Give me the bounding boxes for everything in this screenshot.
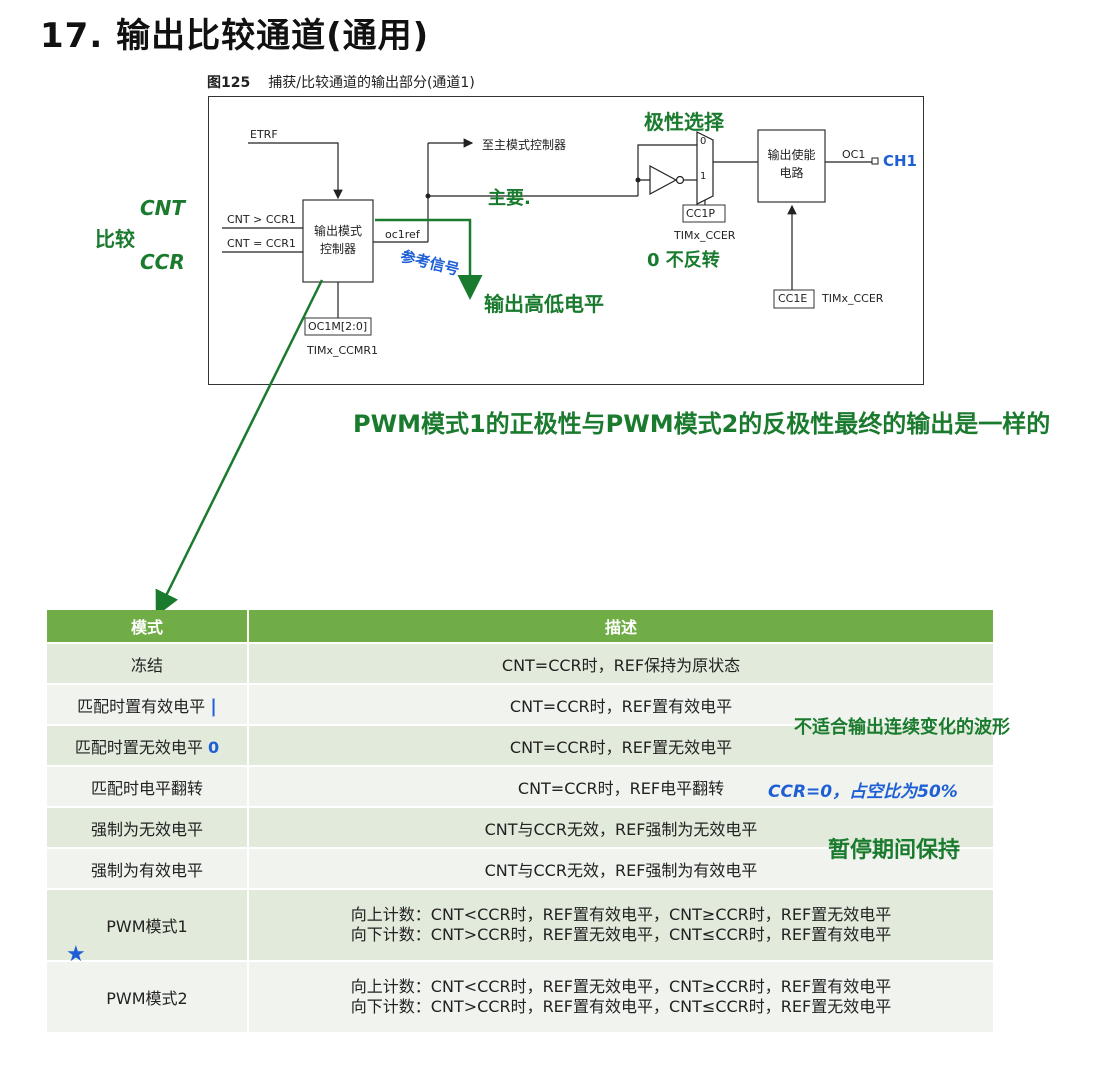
note-mark-1: | <box>210 695 217 717</box>
figure-number: 图125 <box>207 75 251 91</box>
note-duty: CCR=0，占空比为50% <box>768 782 958 802</box>
polarity-mux <box>696 131 714 205</box>
note-ccr: CCR <box>140 250 185 274</box>
note-mark-0: 0 <box>207 737 220 757</box>
to-master-label: 至主模式控制器 <box>482 138 567 152</box>
cnt-gt-ccr1-label: CNT > CCR1 <box>227 213 296 226</box>
table-row: 强制为无效电平 CNT与CCR无效，REF强制为无效电平 <box>47 806 995 848</box>
timx-ccer-label-2: TIMx_CCER <box>822 292 884 305</box>
note-compare: 比较 <box>95 227 135 251</box>
output-mode-controller-label: 输出模式 控制器 <box>313 224 362 256</box>
mode-cell: 强制为有效电平 <box>47 847 249 889</box>
desc-cell: CNT与CCR无效，REF强制为无效电平 <box>248 806 995 848</box>
cnt-eq-ccr1-label: CNT = CCR1 <box>227 237 296 250</box>
table-row: 强制为有效电平 CNT与CCR无效，REF强制为有效电平 <box>47 847 995 889</box>
desc-cell: CNT=CCR时，REF置有效电平 <box>248 683 995 725</box>
table-row: PWM模式1 向上计数：CNT<CCR时，REF置有效电平，CNT≥CCR时，R… <box>47 888 995 961</box>
table-row: 匹配时电平翻转 CNT=CCR时，REF电平翻转 <box>47 765 995 807</box>
desc-cell: CNT=CCR时，REF置无效电平 <box>248 724 995 766</box>
desc-cell: CNT与CCR无效，REF强制为有效电平 <box>248 847 995 889</box>
pwm1-up-line: 向上计数：CNT<CCR时，REF置有效电平，CNT≥CCR时，REF置无效电平 <box>350 905 892 924</box>
desc-cell: 向上计数：CNT<CCR时，REF置无效电平，CNT≥CCR时，REF置有效电平… <box>248 960 995 1032</box>
mux-input-1: 1 <box>700 171 707 182</box>
mux-input-0: 0 <box>700 136 707 147</box>
note-main: 主要. <box>488 188 531 209</box>
pwm2-up-line: 向上计数：CNT<CCR时，REF置无效电平，CNT≥CCR时，REF置有效电平 <box>350 977 892 996</box>
table-row: 匹配时置无效电平 0 CNT=CCR时，REF置无效电平 <box>47 724 995 766</box>
note-output-level: 输出高低电平 <box>484 292 604 316</box>
output-enable-box <box>757 129 826 203</box>
star-icon: ★ <box>66 942 86 967</box>
output-enable-label: 输出使能 电路 <box>767 148 816 180</box>
mode-table: 模式 描述 冻结 CNT=CCR时，REF保持为原状态 匹配时置有效电平 | C… <box>47 610 995 1032</box>
output-mode-controller-box <box>302 199 374 283</box>
desc-cell: 向上计数：CNT<CCR时，REF置有效电平，CNT≥CCR时，REF置无效电平… <box>248 888 995 961</box>
note-not-suitable: 不适合输出连续变化的波形 <box>794 717 1010 738</box>
note-polarity-select: 极性选择 <box>644 110 724 134</box>
note-no-invert: 0 不反转 <box>647 250 720 271</box>
note-cnt: CNT <box>140 196 186 220</box>
cc1e-label: CC1E <box>778 292 808 305</box>
figure-caption: 图125 捕获/比较通道的输出部分(通道1) <box>207 72 475 92</box>
cc1p-label: CC1P <box>686 207 715 220</box>
note-pwm-polarity: PWM模式1的正极性与PWM模式2的反极性最终的输出是一样的 <box>353 410 1051 438</box>
oc1-label: OC1 <box>842 148 866 161</box>
oc1ref-label: oc1ref <box>385 228 420 241</box>
desc-cell: CNT=CCR时，REF电平翻转 <box>248 765 995 807</box>
note-pause-hold: 暂停期间保持 <box>828 838 961 863</box>
mode-cell: 匹配时置有效电平 | <box>47 683 249 725</box>
mode-cell: 匹配时电平翻转 <box>47 765 249 807</box>
header-description: 描述 <box>248 610 995 643</box>
desc-cell: CNT=CCR时，REF保持为原状态 <box>248 642 995 684</box>
mode-cell: PWM模式2 <box>47 960 249 1032</box>
table-row: 匹配时置有效电平 | CNT=CCR时，REF置有效电平 <box>47 683 995 725</box>
pwm2-down-line: 向下计数：CNT>CCR时，REF置有效电平，CNT≤CCR时，REF置无效电平 <box>350 997 892 1016</box>
figure-caption-text: 捕获/比较通道的输出部分(通道1) <box>268 75 475 91</box>
diagram-frame <box>208 96 924 385</box>
header-mode: 模式 <box>47 610 249 643</box>
oc1m-register-label: OC1M[2:0] <box>308 320 368 333</box>
table-header-row: 模式 描述 <box>47 610 995 643</box>
table-row: 冻结 CNT=CCR时，REF保持为原状态 <box>47 642 995 684</box>
etrf-label: ETRF <box>250 128 278 141</box>
mode-cell: 匹配时置无效电平 0 <box>47 724 249 766</box>
inverter-gate <box>649 164 678 196</box>
mode-cell: 冻结 <box>47 642 249 684</box>
note-ch1: CH1 <box>883 152 917 170</box>
table-row: PWM模式2 向上计数：CNT<CCR时，REF置无效电平，CNT≥CCR时，R… <box>47 960 995 1032</box>
timx-ccmr1-label: TIMx_CCMR1 <box>307 344 378 357</box>
timx-ccer-label-1: TIMx_CCER <box>674 229 736 242</box>
mode-cell: PWM模式1 <box>47 888 249 961</box>
pwm1-down-line: 向下计数：CNT>CCR时，REF置无效电平，CNT≤CCR时，REF置有效电平 <box>350 925 892 944</box>
page-title: 17. 输出比较通道(通用) <box>40 16 430 56</box>
mode-cell: 强制为无效电平 <box>47 806 249 848</box>
